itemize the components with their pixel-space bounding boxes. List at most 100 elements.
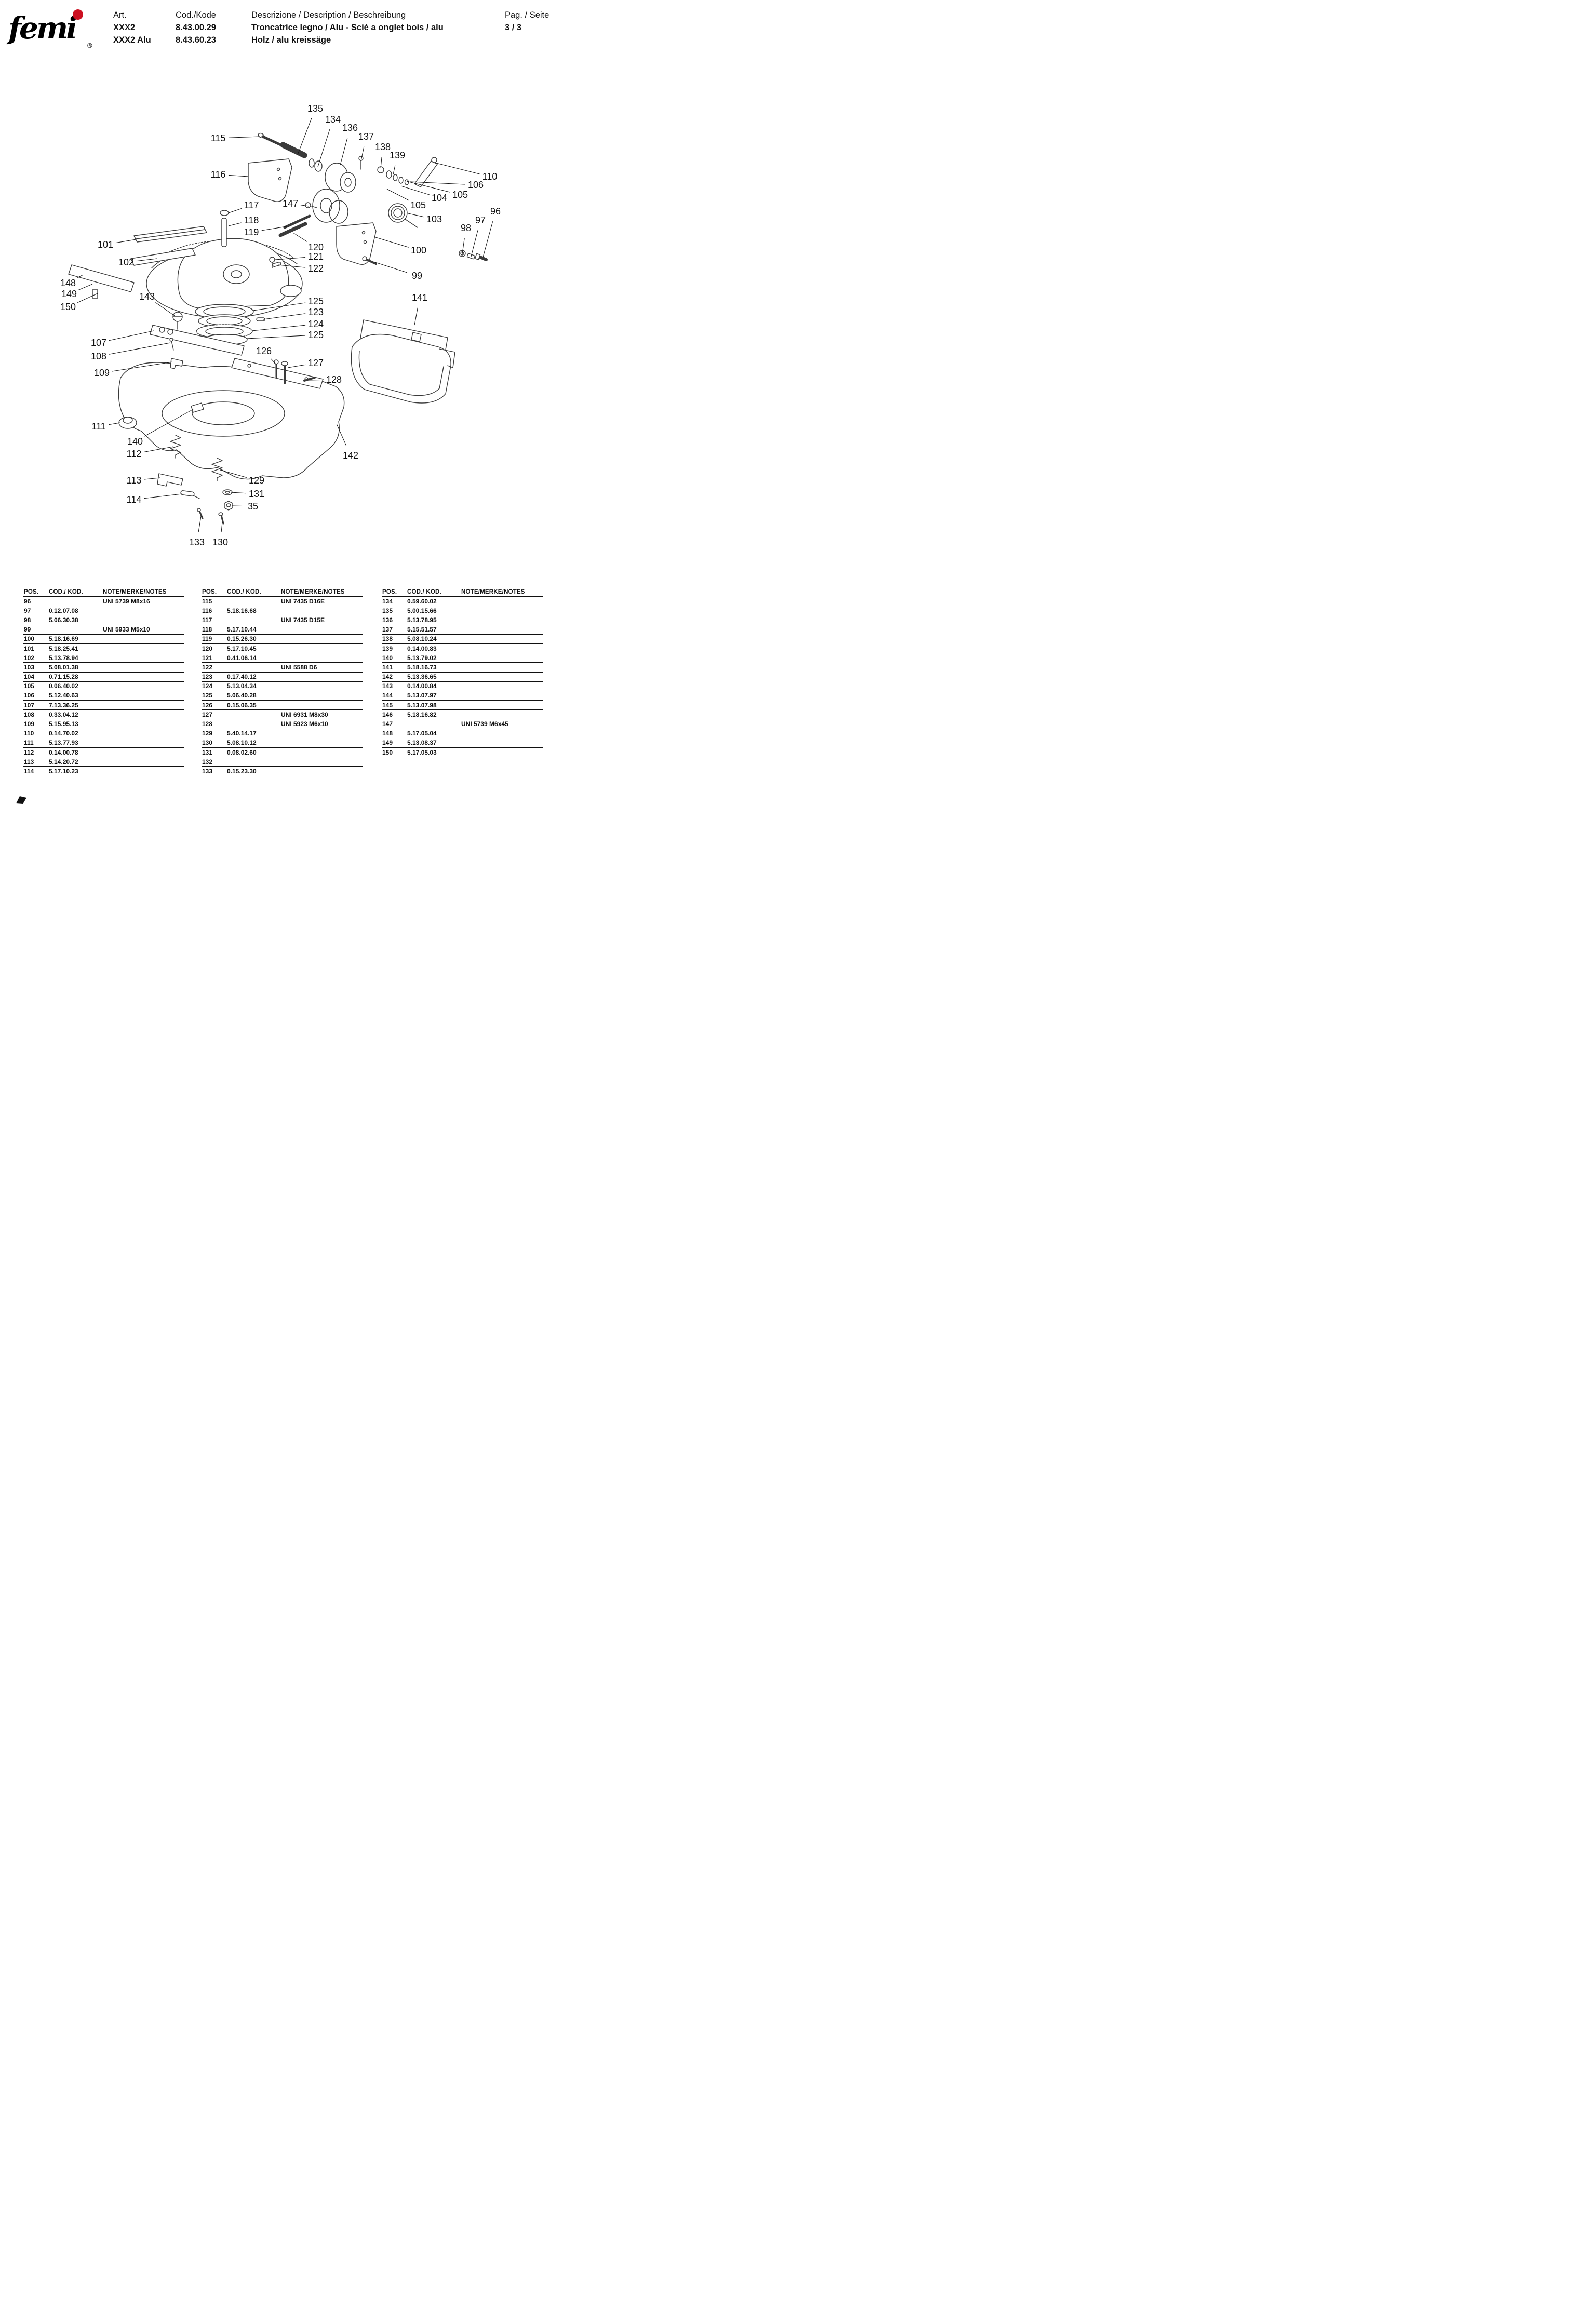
note-cell [280, 652, 363, 653]
pos-cell: 111 [24, 739, 34, 747]
note-cell [280, 775, 363, 776]
pos-cell: 139 [382, 644, 393, 652]
pos-cell: 126 [202, 701, 213, 709]
article-value: XXX2 [113, 22, 136, 32]
leader-line [263, 313, 306, 320]
pos-cell: 109 [24, 720, 35, 728]
leader-line [252, 302, 306, 311]
cod-cell: 5.08.01.38 [49, 663, 78, 671]
spring-hardware-shapes [157, 435, 233, 525]
cod-cell: 5.06.30.38 [49, 616, 78, 624]
part-number-label: 111 [91, 421, 105, 432]
parts-table-header-row: POS.COD./ KOD.NOTE/MERKE/NOTES [382, 586, 543, 597]
pos-cell: 140 [382, 654, 393, 662]
pos-cell: 101 [24, 644, 35, 652]
leader-line [144, 477, 160, 480]
logo-red-dot [73, 9, 83, 20]
leader-line [374, 262, 408, 273]
page-number: 3 / 3 [505, 22, 522, 32]
pos-cell: 141 [382, 663, 393, 671]
cod-cell: 5.13.07.97 [407, 692, 437, 700]
cod-cell: 0.12.07.08 [49, 607, 78, 614]
note-cell [102, 718, 184, 719]
note-cell [280, 708, 363, 709]
leader-line [300, 205, 310, 207]
part-number-label: 101 [98, 239, 113, 250]
note-cell [461, 633, 543, 634]
leader-line [340, 138, 348, 166]
leader-line [155, 302, 175, 316]
note-cell [461, 614, 543, 615]
cod-cell: 5.40.14.17 [227, 730, 257, 737]
note-cell [461, 699, 543, 700]
note-cell [102, 671, 184, 672]
part-number-label: 102 [118, 257, 134, 267]
part-number-label: 108 [91, 351, 106, 361]
leader-line [109, 422, 120, 425]
cod-cell: 5.17.10.23 [49, 767, 78, 775]
note-cell [461, 737, 543, 738]
part-number-label: 110 [482, 171, 498, 182]
leader-line [136, 258, 157, 262]
part-number-label: 147 [283, 198, 298, 209]
code-value: 8.43.60.23 [176, 35, 216, 45]
note-cell [102, 765, 184, 766]
pos-cell: 102 [24, 654, 35, 662]
pos-cell: 148 [382, 730, 393, 737]
cod-cell: 0.15.26.30 [227, 635, 257, 643]
part-number-label: 97 [475, 215, 486, 225]
logo-text: femi [6, 10, 76, 46]
note-cell [280, 737, 363, 738]
note-cell: UNI 5739 M8x16 [103, 597, 150, 605]
leader-line [109, 342, 171, 355]
note-cell [461, 642, 543, 643]
leader-line [275, 257, 306, 260]
pos-cell: 96 [24, 597, 31, 605]
note-cell [280, 699, 363, 700]
part-number-label: 106 [468, 180, 484, 190]
leader-line [414, 307, 418, 326]
cod-cell: 0.71.15.28 [49, 673, 78, 681]
note-cell [102, 624, 184, 625]
leader-line [436, 163, 480, 174]
part-number-label: 143 [139, 291, 155, 302]
leader-line [292, 232, 307, 242]
part-number-label: 117 [244, 200, 259, 210]
cod-cell: 5.08.10.24 [407, 635, 437, 643]
note-cell [102, 756, 184, 757]
part-number-label: 149 [61, 289, 77, 299]
note-cell [461, 680, 543, 681]
pos-cell: 121 [202, 654, 213, 662]
cod-cell: 5.06.40.28 [227, 692, 257, 700]
pos-cell: 145 [382, 701, 393, 709]
leader-line [373, 236, 409, 248]
parts-table-header-row: POS.COD./ KOD.NOTE/MERKE/NOTES [202, 586, 363, 597]
logo-registered-mark: ® [87, 42, 92, 49]
pos-cell: 149 [382, 739, 393, 747]
leader-line [482, 221, 493, 258]
cod-cell [226, 728, 280, 729]
note-cell [280, 614, 363, 615]
leader-line [406, 181, 450, 193]
pos-cell: 112 [24, 748, 34, 756]
cod-cell: 5.15.51.57 [407, 626, 437, 634]
leader-line [228, 208, 242, 213]
note-cell [461, 718, 543, 719]
note-cell: UNI 5933 M5x10 [103, 626, 150, 634]
note-cell: UNI 7435 D15E [281, 616, 325, 624]
